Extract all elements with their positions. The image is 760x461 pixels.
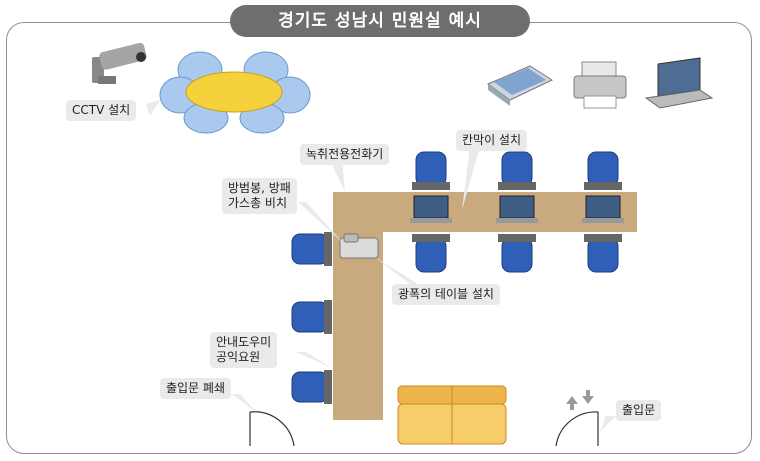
guide-line-1: 안내도우미 bbox=[216, 335, 272, 349]
pointer bbox=[600, 416, 616, 432]
wide-counter-table bbox=[333, 192, 383, 420]
desk-laptop-icon bbox=[582, 195, 624, 223]
closed-entrance-label: 출입문 폐쇄 bbox=[160, 378, 232, 399]
chair-icon bbox=[412, 234, 450, 273]
anti-violence-line-2: 가스총 비치 bbox=[228, 196, 288, 210]
chair-icon bbox=[498, 234, 536, 273]
chair-icon bbox=[291, 300, 332, 334]
guide-label: 안내도우미 공익요원 bbox=[210, 332, 278, 368]
chair-icon bbox=[291, 232, 332, 266]
chair-icon bbox=[584, 151, 622, 190]
pointer bbox=[232, 394, 256, 412]
cctv-label: CCTV 설치 bbox=[66, 100, 137, 121]
wide-table-label: 광폭의 테이블 설치 bbox=[392, 284, 500, 305]
pointer bbox=[296, 352, 332, 368]
pointer bbox=[146, 100, 160, 116]
chair-icon bbox=[291, 370, 332, 404]
round-table-icon bbox=[159, 51, 311, 134]
chair-icon bbox=[584, 234, 622, 273]
desk-laptop-icon bbox=[496, 195, 538, 223]
telephone-icon bbox=[339, 233, 379, 259]
in-out-arrows-icon bbox=[566, 390, 594, 410]
guide-line-2: 공익요원 bbox=[216, 350, 261, 364]
chair-icon bbox=[498, 151, 536, 190]
sofa-icon bbox=[397, 385, 507, 445]
scanner-icon bbox=[486, 65, 554, 106]
closed-door-icon bbox=[249, 411, 295, 447]
partition-label: 칸막이 설치 bbox=[456, 130, 528, 151]
anti-violence-label: 방범봉, 방패 가스총 비치 bbox=[222, 178, 297, 214]
entrance-door-icon bbox=[555, 411, 599, 447]
diagram-title: 경기도 성남시 민원실 예시 bbox=[230, 5, 530, 37]
pointer bbox=[376, 258, 418, 284]
printer-icon bbox=[573, 61, 627, 109]
phone-label: 녹취전용전화기 bbox=[300, 144, 390, 165]
cctv-camera-icon bbox=[92, 42, 147, 84]
chair-icon bbox=[412, 151, 450, 190]
pointer bbox=[462, 146, 480, 210]
laptop-icon bbox=[644, 57, 714, 109]
desk-laptop-icon bbox=[410, 195, 452, 223]
pointer bbox=[298, 202, 342, 242]
pointer bbox=[330, 160, 345, 192]
entrance-label: 출입문 bbox=[616, 400, 662, 421]
anti-violence-line-1: 방범봉, 방패 bbox=[228, 181, 291, 195]
